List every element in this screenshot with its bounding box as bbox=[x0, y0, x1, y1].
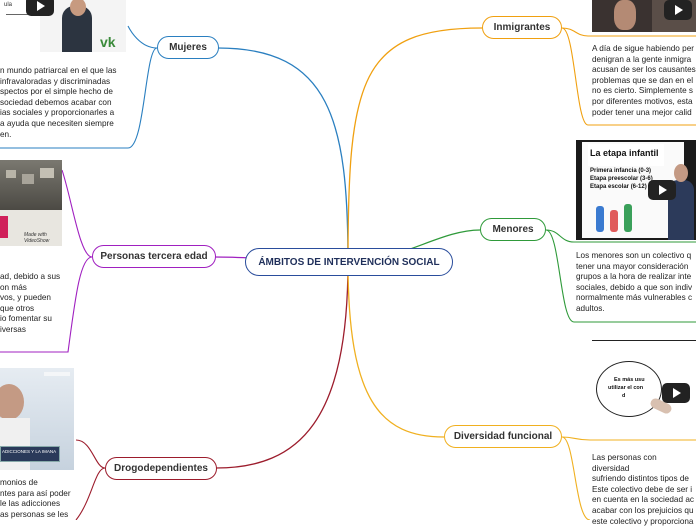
branch-menores-label: Menores bbox=[492, 224, 534, 235]
branch-menores[interactable]: Menores bbox=[480, 218, 546, 241]
video-thumbnail-menores[interactable]: La etapa infantil Primera infancia (0-3)… bbox=[576, 140, 696, 240]
play-button-icon[interactable] bbox=[662, 383, 690, 403]
branch-inmigrantes-label: Inmigrantes bbox=[493, 22, 551, 33]
note-menores: Los menores son un colectivo q tener una… bbox=[576, 251, 693, 313]
connector-mujeres bbox=[217, 47, 349, 263]
videoshow-watermark: Made with VideoShow bbox=[24, 232, 50, 244]
video-thumbnail-drogodependientes[interactable]: ADICCIONES Y LA IMANA bbox=[0, 368, 74, 470]
note-tercera-edad: ad, debido a sus on más vos, y pueden qu… bbox=[0, 272, 61, 334]
thumbnail-line-2: Etapa preescolar (3-6) bbox=[590, 176, 653, 182]
central-topic-label: ÁMBITOS DE INTERVENCIÓN SOCIAL bbox=[258, 256, 440, 268]
note-inmigrantes: A día de sigue habiendo per denigran a l… bbox=[592, 44, 696, 117]
play-button-icon[interactable] bbox=[664, 0, 692, 20]
thumbnail-title: La etapa infantil bbox=[590, 148, 659, 158]
connector-diversidad bbox=[347, 261, 445, 438]
branch-drogodependientes-label: Drogodependientes bbox=[114, 463, 208, 474]
play-button-icon[interactable] bbox=[26, 0, 54, 16]
video-thumbnail-tercera-edad[interactable]: Made with VideoShow bbox=[0, 160, 62, 246]
branch-mujeres[interactable]: Mujeres bbox=[157, 36, 219, 59]
note-mujeres: n mundo patriarcal en el que las infrava… bbox=[0, 66, 117, 139]
video-thumbnail-diversidad[interactable]: Es más usu utilizar el con d bbox=[592, 340, 696, 429]
video-thumbnail-mujeres[interactable]: ula vk bbox=[0, 0, 126, 52]
branch-tercera-edad[interactable]: Personas tercera edad bbox=[92, 245, 216, 268]
branch-tercera-edad-label: Personas tercera edad bbox=[100, 251, 208, 262]
branch-diversidad-funcional[interactable]: Diversidad funcional bbox=[444, 425, 562, 448]
thumbnail-caption: ula bbox=[4, 2, 13, 8]
branch-mujeres-label: Mujeres bbox=[169, 42, 207, 53]
note-diversidad: Las personas con diversidad sufriendo di… bbox=[592, 453, 694, 526]
thumbnail-line-1: Es más usu bbox=[614, 377, 645, 383]
branch-diversidad-label: Diversidad funcional bbox=[453, 431, 553, 442]
thumbnail-line-3: Etapa escolar (6-12) bbox=[590, 184, 647, 190]
logo-mark: vk bbox=[100, 34, 116, 50]
play-button-icon[interactable] bbox=[648, 180, 676, 200]
central-topic[interactable]: ÁMBITOS DE INTERVENCIÓN SOCIAL bbox=[245, 248, 453, 276]
thumbnail-line-3: d bbox=[622, 393, 626, 399]
person-face bbox=[0, 384, 24, 420]
thumbnail-line-1: Primera infancia (0-3) bbox=[590, 168, 652, 174]
connector-inmigrantes bbox=[347, 27, 483, 263]
thumbnail-caption: ADICCIONES Y LA IMANA bbox=[2, 449, 57, 454]
connector-drogodependientes bbox=[215, 261, 349, 469]
video-thumbnail-inmigrantes[interactable] bbox=[592, 0, 696, 32]
branch-drogodependientes[interactable]: Drogodependientes bbox=[105, 457, 217, 480]
note-drogodependientes: monios de ntes para así poder le las adi… bbox=[0, 478, 71, 519]
branch-inmigrantes[interactable]: Inmigrantes bbox=[482, 16, 562, 39]
thumbnail-line-2: utilizar el con bbox=[608, 385, 644, 391]
